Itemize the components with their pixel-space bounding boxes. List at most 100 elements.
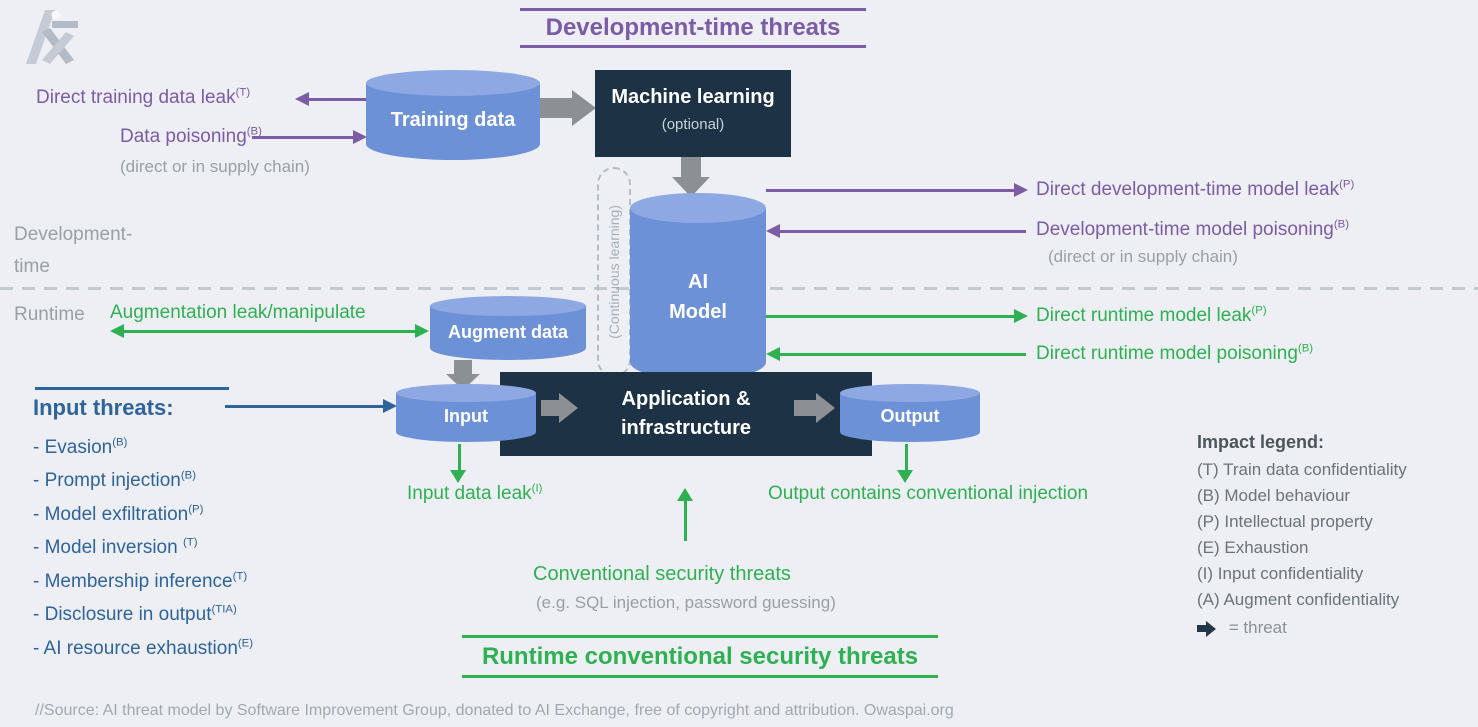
input-data-leak-text: Input data leak bbox=[407, 483, 532, 504]
input-threats-overline bbox=[35, 387, 229, 390]
input-threat-sup-1: (B) bbox=[180, 469, 197, 482]
dev-time-threats-title: Development-time threats bbox=[545, 14, 841, 41]
source-attribution: //Source: AI threat model by Software Im… bbox=[35, 702, 954, 719]
input-threat-sup-3: (T) bbox=[182, 536, 198, 549]
input-threat-sup-4: (T) bbox=[232, 570, 248, 583]
ai-model-label: AI Model bbox=[669, 270, 727, 323]
devtime-model-poisoning-text: Development-time model poisoning bbox=[1036, 219, 1334, 240]
input-threats-heading: Input threats: bbox=[33, 395, 174, 420]
input-threat-item-model-inversion: - Model inversion (T) bbox=[33, 537, 198, 559]
input-threat-sup-6: (E) bbox=[237, 637, 254, 650]
legend-item-augment-confidentiality: (A) Augment confidentiality bbox=[1197, 590, 1400, 609]
training-data-leak-label: Direct training data leak(T) bbox=[36, 87, 250, 109]
input-threat-item-membership-inference: - Membership inference(T) bbox=[33, 571, 247, 593]
legend-item-exhaustion: (E) Exhaustion bbox=[1197, 538, 1309, 557]
arrow-training-data-leak-line bbox=[309, 98, 366, 101]
machine-learning-optional-label: (optional) bbox=[661, 116, 725, 133]
flow-arrow-app-to-output-bar bbox=[794, 400, 816, 416]
application-infrastructure-label: Application & infrastructure bbox=[620, 388, 752, 439]
flow-arrow-ml-to-model-bar bbox=[681, 157, 701, 177]
input-threat-item-ai-resource-exhaustion: - AI resource exhaustion(E) bbox=[33, 638, 253, 660]
runtime-model-poisoning-text: Direct runtime model poisoning bbox=[1036, 343, 1298, 364]
ai-model-cylinder-body bbox=[630, 208, 766, 380]
legend-threat-label: = threat bbox=[1228, 618, 1287, 637]
augment-data-node: Augment data bbox=[430, 296, 586, 360]
input-threat-item-model-exfiltration: - Model exfiltration(P) bbox=[33, 504, 203, 526]
input-node: Input bbox=[396, 384, 536, 442]
training-data-cylinder-top bbox=[366, 70, 540, 96]
runtime-model-poisoning-label: Direct runtime model poisoning(B) bbox=[1036, 343, 1313, 365]
arrow-data-poisoning-head bbox=[353, 130, 367, 144]
machine-learning-label: Machine learning bbox=[611, 86, 775, 108]
conventional-threats-label: Conventional security threats bbox=[533, 563, 791, 585]
application-infrastructure-node: Application & infrastructure bbox=[500, 372, 872, 456]
arrow-augmentation-left-head bbox=[110, 324, 124, 338]
devtime-model-leak-label: Direct development-time model leak(P) bbox=[1036, 179, 1354, 201]
arrow-augmentation-right-head bbox=[415, 324, 429, 338]
runtime-title-overline bbox=[462, 635, 938, 638]
input-threat-text-5: - Disclosure in output bbox=[33, 604, 212, 625]
legend-item-input-confidentiality: (I) Input confidentiality bbox=[1197, 564, 1364, 583]
devtime-model-poisoning-sup: (B) bbox=[1333, 218, 1350, 231]
input-threat-sup-2: (P) bbox=[188, 503, 204, 516]
threat-arrow-icon-head bbox=[1206, 620, 1216, 637]
machine-learning-node: Machine learning (optional) bbox=[595, 70, 791, 157]
input-data-leak-label: Input data leak(I) bbox=[407, 483, 542, 505]
runtime-title-underline bbox=[462, 675, 938, 678]
arrow-runtime-model-poisoning-head bbox=[766, 347, 780, 361]
ai-model-node: AI Model bbox=[630, 193, 766, 380]
flow-arrow-input-to-app-bar bbox=[541, 400, 559, 416]
arrow-devtime-model-poisoning-head bbox=[766, 224, 780, 238]
input-threat-text-0: - Evasion bbox=[33, 437, 113, 458]
arrow-output-injection-line bbox=[905, 444, 908, 470]
arrow-devtime-model-poisoning-line bbox=[780, 230, 1026, 233]
input-threat-item-prompt-injection: - Prompt injection(B) bbox=[33, 470, 196, 492]
runtime-model-poisoning-sup: (B) bbox=[1297, 342, 1314, 355]
input-threat-text-3: - Model inversion bbox=[33, 537, 183, 558]
training-data-label: Training data bbox=[390, 108, 516, 131]
arrow-training-data-leak-head bbox=[295, 92, 309, 106]
flow-arrow-input-to-app-head bbox=[559, 393, 578, 423]
arrow-devtime-model-leak-head bbox=[1014, 183, 1028, 197]
output-injection-label: Output contains conventional injection bbox=[768, 483, 1089, 504]
continuous-learning-pill: (Continuous learning) bbox=[597, 167, 631, 377]
devtime-model-poisoning-note: (direct or in supply chain) bbox=[1048, 247, 1238, 266]
data-poisoning-label: Data poisoning(B) bbox=[120, 126, 262, 148]
input-threat-item-disclosure-in-output: - Disclosure in output(TIA) bbox=[33, 604, 237, 626]
arrow-conventional-threats-line bbox=[684, 501, 687, 541]
training-data-leak-text: Direct training data leak bbox=[36, 87, 236, 108]
arrow-data-poisoning-line bbox=[252, 136, 353, 139]
flow-arrow-training-to-ml-head bbox=[572, 90, 596, 126]
data-poisoning-note: (direct or in supply chain) bbox=[120, 157, 310, 176]
legend-item-intellectual-property: (P) Intellectual property bbox=[1197, 512, 1373, 531]
data-poisoning-sup: (B) bbox=[246, 125, 262, 138]
output-cylinder-top bbox=[840, 384, 980, 402]
input-threat-item-evasion: - Evasion(B) bbox=[33, 437, 127, 459]
arrow-augmentation-line bbox=[124, 330, 415, 333]
conventional-threats-note: (e.g. SQL injection, password guessing) bbox=[536, 593, 836, 612]
threat-arrow-icon bbox=[1197, 625, 1206, 633]
augment-data-cylinder-top bbox=[430, 296, 586, 316]
augmentation-leak-label: Augmentation leak/manipulate bbox=[110, 302, 366, 323]
arrow-input-data-leak-head bbox=[450, 470, 466, 483]
arrow-runtime-model-poisoning-line bbox=[780, 353, 1026, 356]
augment-data-label: Augment data bbox=[447, 321, 568, 342]
output-label: Output bbox=[880, 406, 940, 426]
runtime-threats-title: Runtime conventional security threats bbox=[481, 643, 919, 670]
devtime-model-poisoning-label: Development-time model poisoning(B) bbox=[1036, 219, 1349, 241]
phase-label-runtime: Runtime bbox=[14, 304, 85, 325]
ai-model-cylinder-top bbox=[630, 193, 766, 223]
arrow-input-data-leak-line bbox=[458, 444, 461, 470]
legend-threat-arrow-row: = threat bbox=[1197, 618, 1287, 638]
runtime-model-leak-sup: (P) bbox=[1251, 304, 1267, 317]
data-poisoning-text: Data poisoning bbox=[120, 126, 247, 147]
legend-item-train-data: (T) Train data confidentiality bbox=[1197, 460, 1407, 479]
input-threat-text-1: - Prompt injection bbox=[33, 470, 181, 491]
input-threat-text-4: - Membership inference bbox=[33, 571, 233, 592]
devtime-model-leak-text: Direct development-time model leak bbox=[1036, 179, 1340, 200]
training-data-leak-sup: (T) bbox=[235, 86, 251, 99]
runtime-model-leak-label: Direct runtime model leak(P) bbox=[1036, 305, 1267, 327]
input-cylinder-top bbox=[396, 384, 536, 402]
arrow-output-injection-head bbox=[897, 470, 913, 483]
